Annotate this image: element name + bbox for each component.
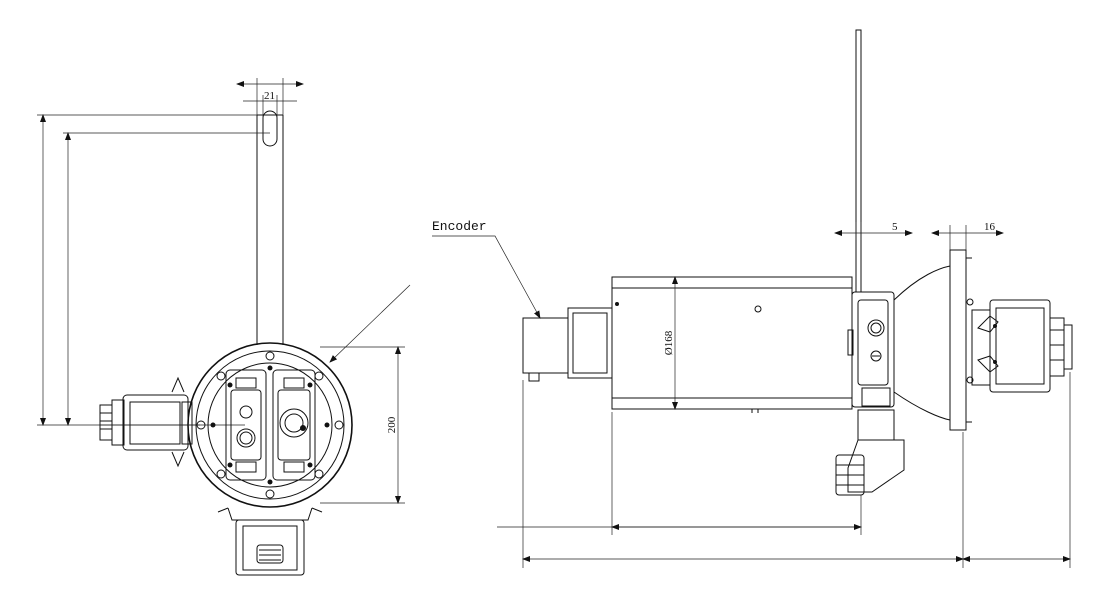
leader-line	[329, 284, 411, 363]
arm	[256, 110, 284, 345]
flange-thickness-label: 16	[984, 221, 996, 233]
side-view: Encoder Ø168	[432, 29, 1073, 568]
front-view: 21	[37, 78, 411, 576]
dim-flange-height: 200	[320, 346, 405, 504]
inner-dots	[210, 365, 330, 485]
body-diameter-label: Ø168	[663, 330, 675, 355]
slot-width-label: 21	[264, 90, 275, 102]
connector-right	[272, 369, 316, 481]
dim-lengths	[497, 372, 1071, 568]
encoder-label: Encoder	[432, 219, 487, 234]
body-connector	[847, 291, 895, 408]
slot	[262, 110, 278, 147]
encoder-leader	[432, 235, 541, 319]
connector-left	[225, 369, 267, 481]
right-connector	[971, 299, 1073, 393]
dome-cover	[893, 249, 974, 431]
dim-slot-width: 21	[236, 78, 304, 118]
side-connector	[99, 376, 193, 468]
mounting-plate	[855, 29, 862, 293]
lower-connector	[835, 409, 905, 496]
main-body	[611, 276, 853, 413]
dim-flange-thickness: 16	[931, 221, 1004, 250]
bottom-connector	[217, 507, 323, 576]
dim-overall-height	[37, 114, 270, 426]
flange-height-label: 200	[386, 416, 398, 433]
flange	[187, 342, 353, 508]
dim-plate-thickness: 5	[834, 221, 913, 240]
encoder	[522, 307, 613, 382]
plate-thickness-label: 5	[892, 221, 898, 233]
bolt-holes	[196, 351, 344, 499]
dim-body-diameter: Ø168	[663, 276, 678, 410]
